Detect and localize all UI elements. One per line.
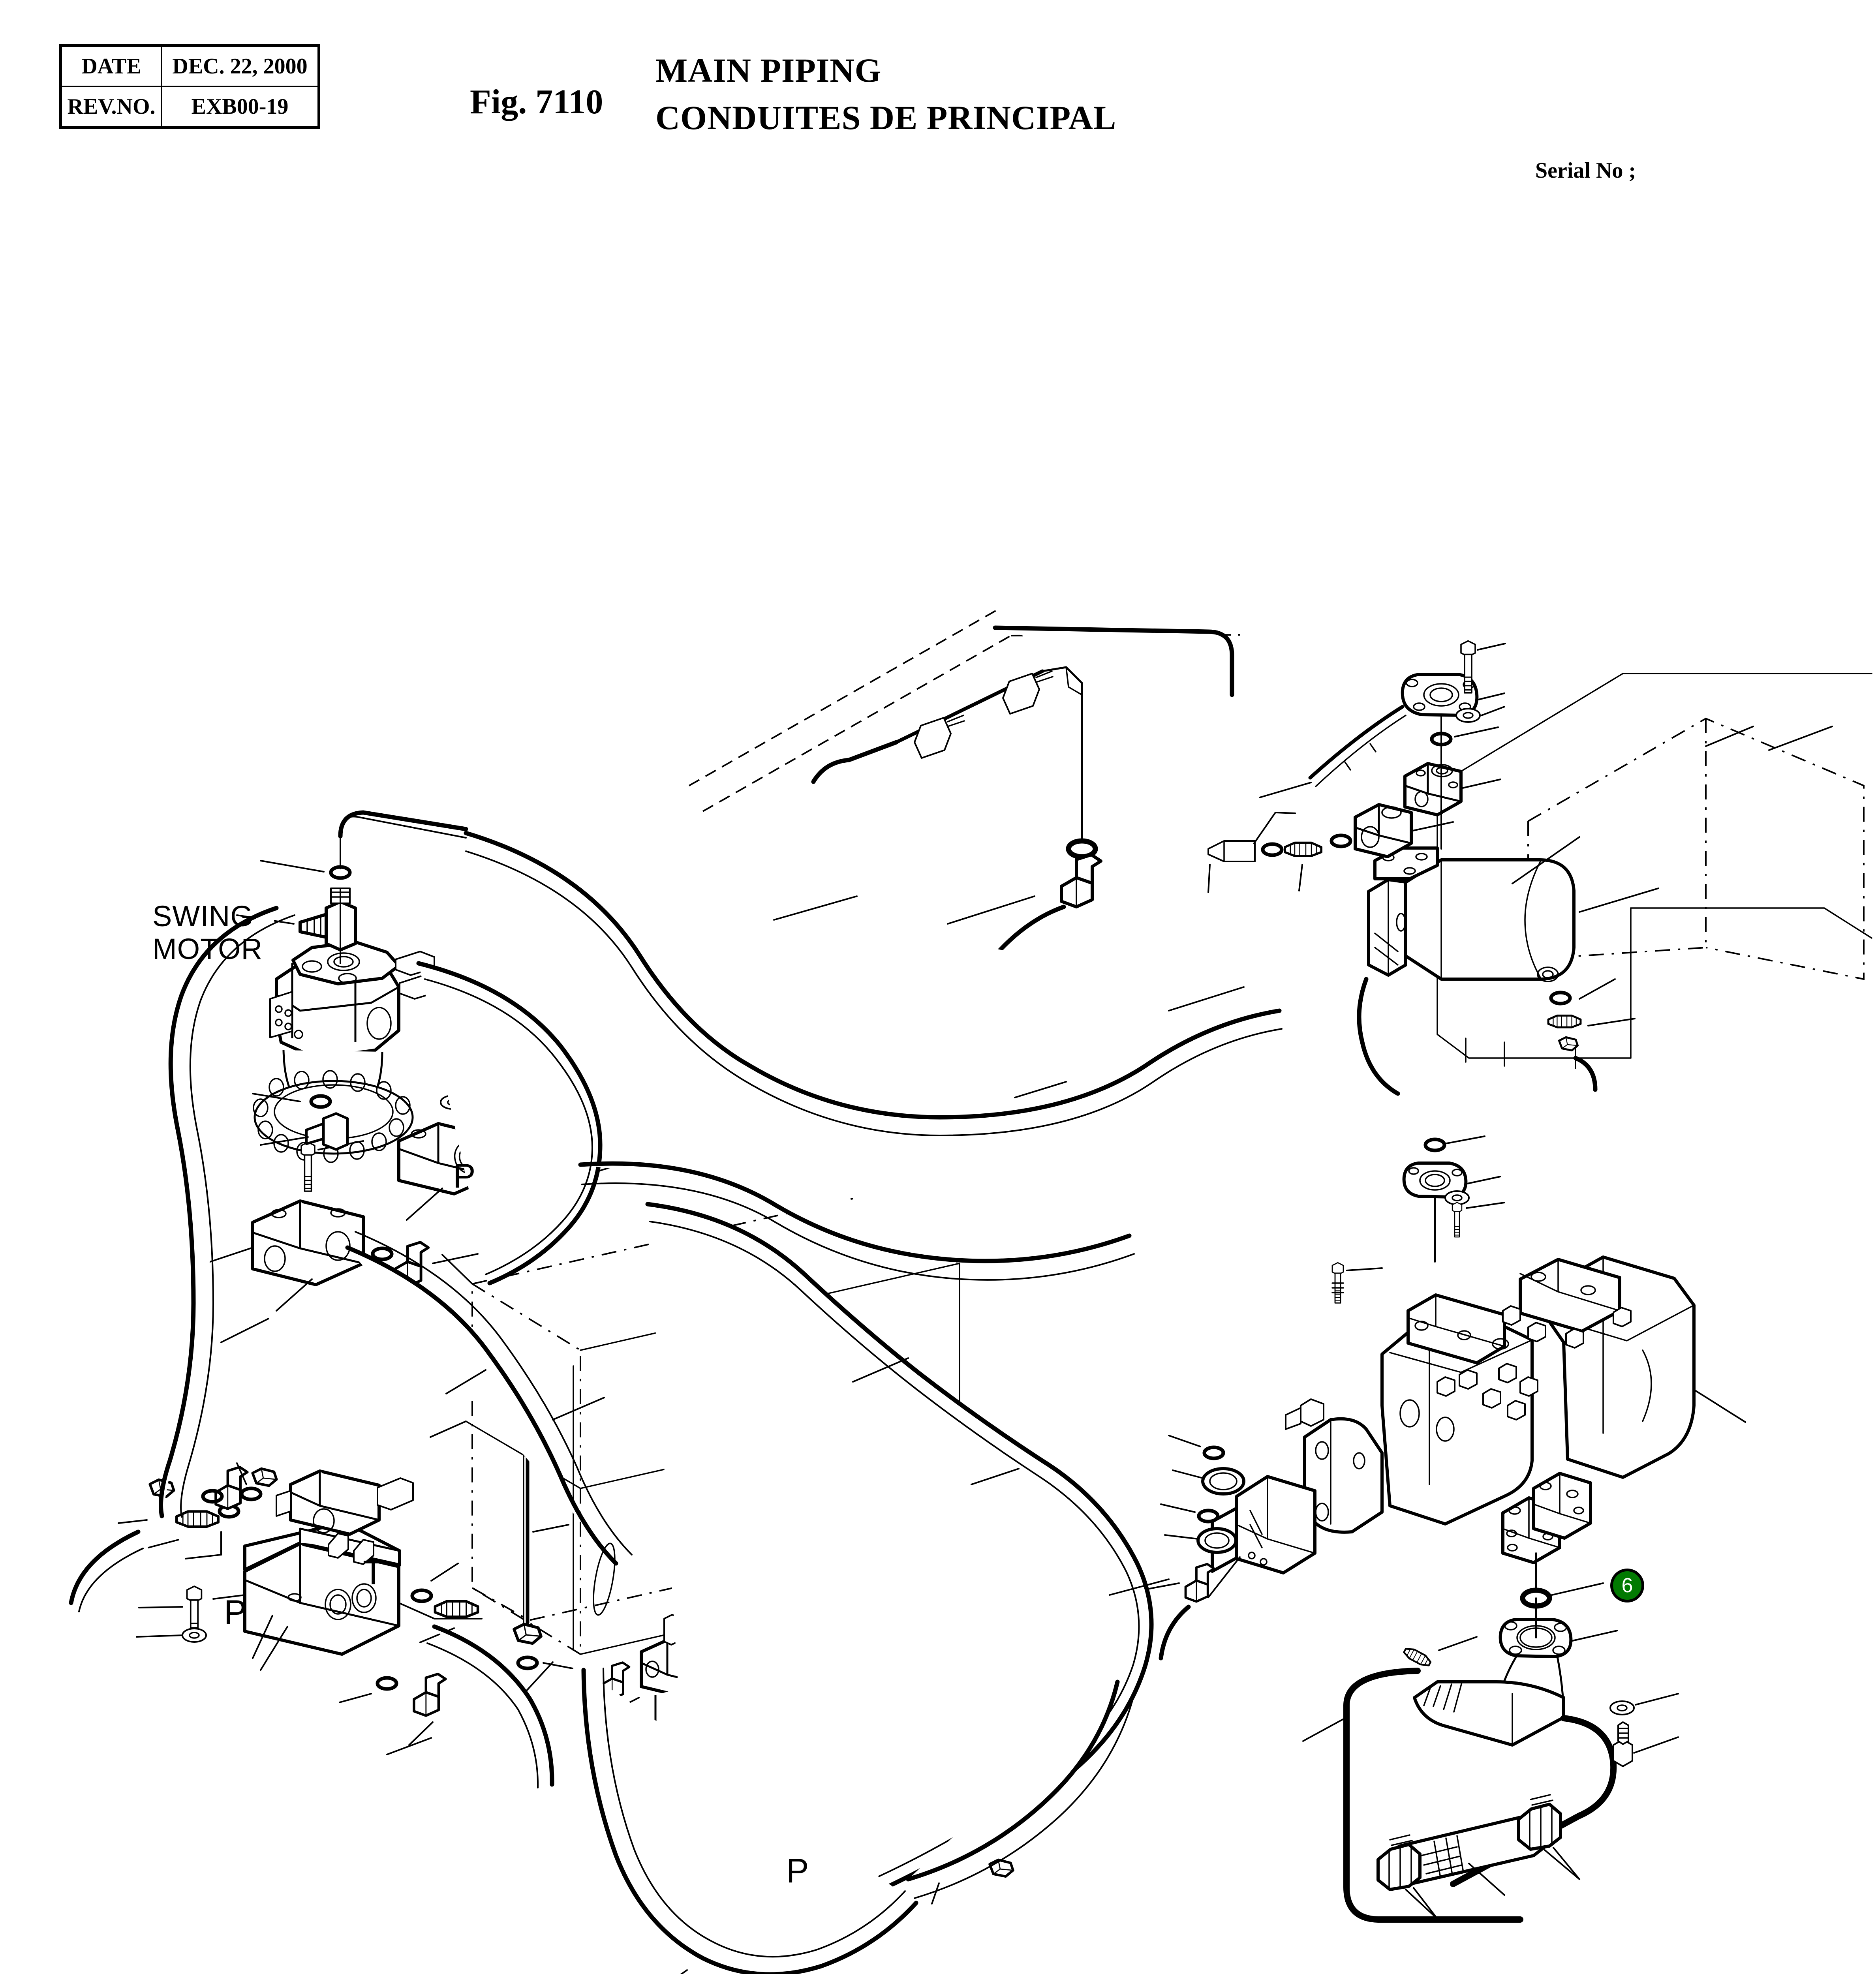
socket-head-screw [1613, 1721, 1679, 1767]
figure-number: Fig. 7110 [470, 83, 603, 121]
left-valve-block-mid [205, 1093, 479, 1312]
hex-fitting [1559, 1037, 1577, 1050]
hydraulic-tank-reference [430, 1197, 960, 1693]
inlet-flange [1172, 1467, 1245, 1496]
bolt [300, 1141, 315, 1192]
revno-label: REV.NO. [60, 86, 162, 128]
hex-fitting [990, 1860, 1013, 1876]
elbow-fitting [395, 1242, 428, 1287]
adaptor-fitting [177, 1511, 218, 1526]
swing-motor-label: SWING MOTOR [152, 900, 263, 965]
revno-value: EXB00-19 [161, 86, 320, 128]
elbow-fitting [602, 1663, 629, 1699]
left-valve-block-upper [397, 1051, 621, 1245]
serial-no-label: Serial No ; [1535, 158, 1636, 183]
machine-frame-reference [689, 609, 1240, 812]
drain-port [1537, 966, 1636, 1092]
bolt [445, 1055, 460, 1108]
hose-clamp [1002, 670, 1053, 715]
hose-clamp [1376, 1834, 1422, 1891]
swivel-motor-assembly-right [1207, 640, 1872, 1096]
inline-filter-assembly [602, 1614, 704, 1777]
table-row: REV.NO. EXB00-19 [60, 86, 320, 128]
elbow-fitting [1186, 1564, 1214, 1602]
leader-lines [220, 895, 1245, 1974]
bolt [1460, 640, 1476, 694]
split-flange [1401, 673, 1505, 717]
main-hydraulic-pump-assembly [1207, 1255, 1746, 1723]
suction-hose-assembly-top [811, 625, 1234, 958]
hex-fitting [514, 1624, 541, 1644]
tank-port-cap [822, 1437, 860, 1484]
elbow-fitting [733, 1884, 761, 1920]
hose-clamp [1517, 1794, 1562, 1851]
revision-table: DATE DEC. 22, 2000 REV.NO. EXB00-19 [59, 44, 320, 129]
adaptor-fitting [1285, 843, 1321, 856]
hose-routing-network [69, 831, 1283, 1974]
bolt [186, 1586, 203, 1640]
tank-port-cap [732, 1557, 768, 1601]
swing-motor-assembly [236, 810, 468, 1163]
page-title-fr: CONDUITES DE PRINCIPAL [655, 99, 1117, 137]
solenoid-valve-block-lower-left [118, 1439, 573, 1746]
tank-port-cap [746, 1381, 787, 1430]
port-label-p: P [224, 1593, 247, 1631]
pump-fastener-detail [1399, 1305, 1632, 1442]
bolt [1452, 1202, 1463, 1238]
hose-joiner [1376, 1794, 1580, 1920]
elbow-fitting [414, 1674, 445, 1716]
center-valve-block-lower [663, 1733, 1013, 1920]
hex-fitting [150, 1480, 174, 1497]
pump-suction-flange [1499, 1618, 1618, 1658]
date-value: DEC. 22, 2000 [161, 45, 320, 87]
tee-fitting [699, 1852, 744, 1890]
adaptor-fitting [435, 1601, 478, 1617]
pump-inlet-oring-stack [1144, 1435, 1245, 1661]
elbow-fitting [1061, 855, 1101, 907]
split-flange-mid [1402, 1162, 1501, 1199]
flange-bolts [253, 1070, 411, 1163]
table-row: DATE DEC. 22, 2000 [60, 45, 320, 87]
port-label-p: P [453, 1157, 476, 1195]
tee-fitting [305, 1112, 349, 1151]
adaptor-fitting [1548, 1015, 1581, 1027]
date-label: DATE [60, 45, 162, 87]
elbow-fitting [534, 1158, 567, 1202]
callout-badge-6[interactable]: 6 [1610, 1569, 1644, 1602]
inlet-flange [1164, 1527, 1238, 1554]
elbow-fitting [216, 1467, 247, 1509]
bolt [1331, 1262, 1344, 1304]
adaptor-fitting [919, 1850, 960, 1865]
hose-clamp [914, 715, 965, 759]
port-label-t: T [363, 1554, 384, 1592]
mid-right-flange-stack [1402, 1135, 1505, 1263]
suction-hose-assembly-lower-right [1302, 1636, 1679, 1923]
bolt [800, 1733, 817, 1788]
page-title-en: MAIN PIPING [655, 51, 882, 89]
hex-fitting [253, 1469, 277, 1486]
hex-fitting [533, 1225, 560, 1245]
port-label-p: P [786, 1852, 809, 1890]
adaptor-fitting [1403, 1646, 1432, 1668]
